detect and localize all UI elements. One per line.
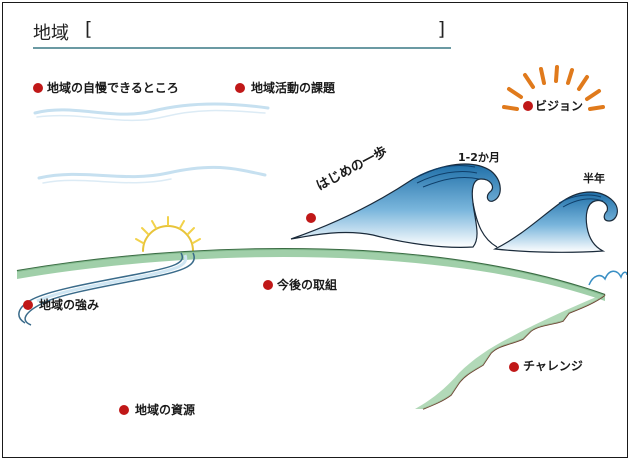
initiatives-dot	[263, 280, 273, 290]
term-half-label: 半年	[583, 172, 605, 185]
vision-sun-rays	[502, 65, 605, 111]
cloud-streaks	[33, 102, 270, 184]
wave-first-step	[290, 163, 501, 248]
bracket-close: ]	[437, 18, 445, 40]
pride-label: 地域の自慢できるところ	[47, 81, 179, 95]
pride-dot	[33, 83, 43, 93]
bracket-open: [	[85, 18, 93, 40]
sunrise-icon	[135, 216, 201, 252]
issues-label: 地域活動の課題	[251, 81, 336, 95]
resources-dot	[119, 405, 129, 415]
horizon-shade	[17, 249, 605, 301]
splash-icon	[588, 270, 627, 286]
strengths-label: 地域の強み	[39, 298, 100, 312]
strengths-dot	[23, 300, 33, 310]
cliff-shade	[415, 295, 605, 409]
river-path	[24, 252, 195, 326]
term-short-label: 1-2か月	[458, 151, 500, 164]
wave-half-year	[492, 191, 618, 253]
river-path-inner	[18, 252, 184, 324]
vision-label: ビジョン	[535, 99, 584, 113]
issues-dot	[235, 83, 245, 93]
diagram-frame: 地域 [ ]	[2, 2, 628, 458]
challenge-dot	[509, 362, 519, 372]
challenge-label: チャレンジ	[523, 359, 583, 373]
vision-dot	[523, 101, 533, 111]
resources-label: 地域の資源	[135, 403, 196, 417]
scene-illustration	[16, 65, 627, 410]
area-label: 地域	[33, 23, 69, 44]
area-name-field[interactable]: 地域 [ ]	[33, 17, 451, 49]
initiatives-label: 今後の取組	[277, 278, 338, 292]
land-mass	[17, 249, 605, 409]
first-step-dot	[306, 213, 316, 223]
